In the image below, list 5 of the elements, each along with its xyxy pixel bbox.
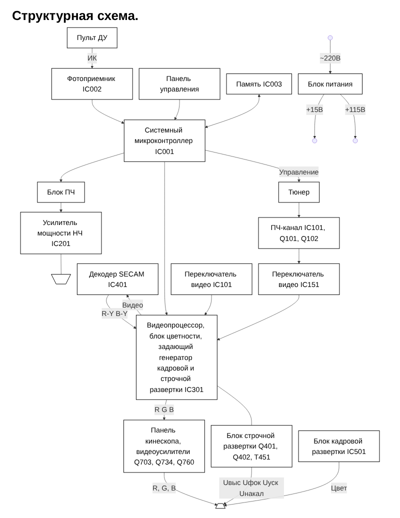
connector	[217, 386, 252, 426]
node-kinescope	[215, 503, 226, 509]
diagram-title: Структурная схема.	[12, 8, 140, 23]
node-speaker	[51, 274, 71, 284]
connector	[60, 254, 62, 275]
